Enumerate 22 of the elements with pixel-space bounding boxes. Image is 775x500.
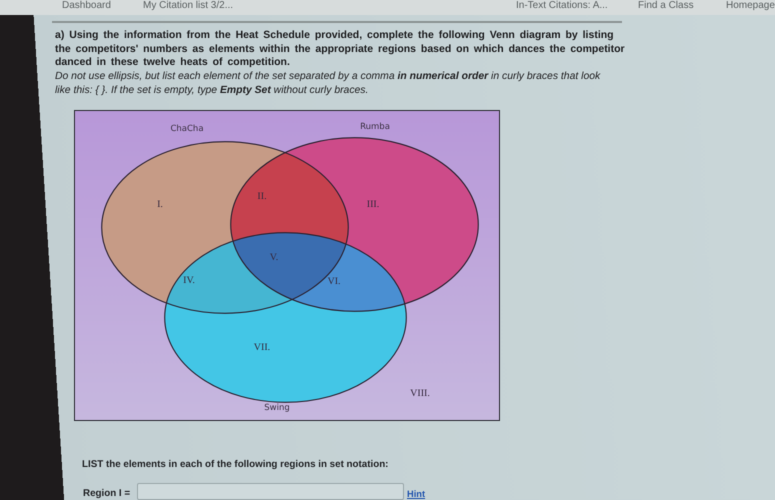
prompt-text: LIST the elements in each of the following regions in set notation: (82, 459, 388, 471)
region-numeral: V. (270, 252, 278, 264)
bookmark-link: Find a Class (638, 0, 694, 12)
region-numeral: I. (157, 199, 163, 211)
region-numeral: IV. (183, 275, 195, 287)
bookmark-link: Homepage (726, 0, 775, 12)
set-name: ChaCha (170, 123, 204, 135)
region-numeral: VI. (327, 276, 341, 288)
set-name: Rumba (360, 121, 390, 133)
region-numeral: VII. (254, 342, 270, 354)
hint-link: Hint (407, 488, 426, 500)
region-numeral: II. (257, 191, 267, 203)
region-numeral: III. (366, 199, 380, 211)
question-text: a) Using the information from the Heat Schedule provided, complete the following Venn diagram by listing the competitors' numbers as elements within the appropriate regions based on which dances the competitor danced in these twelve heats of competition. (55, 29, 626, 70)
bookmark-link: Dashboard (62, 0, 111, 12)
bookmark-link: My Citation list 3/2... (143, 0, 234, 12)
set-name: Swing (264, 402, 290, 414)
field-label: Region I = (83, 488, 130, 500)
instruction-text: Do not use ellipsis, but list each element of the set separated by a comma in numerical order in curly braces that look like this: { }. If the set is empty, type Empty Set without curly braces. (55, 70, 602, 98)
region-numeral: VIII. (410, 388, 430, 400)
universal-set-box (74, 110, 500, 421)
bookmark-link: In-Text Citations: A... (516, 0, 608, 12)
